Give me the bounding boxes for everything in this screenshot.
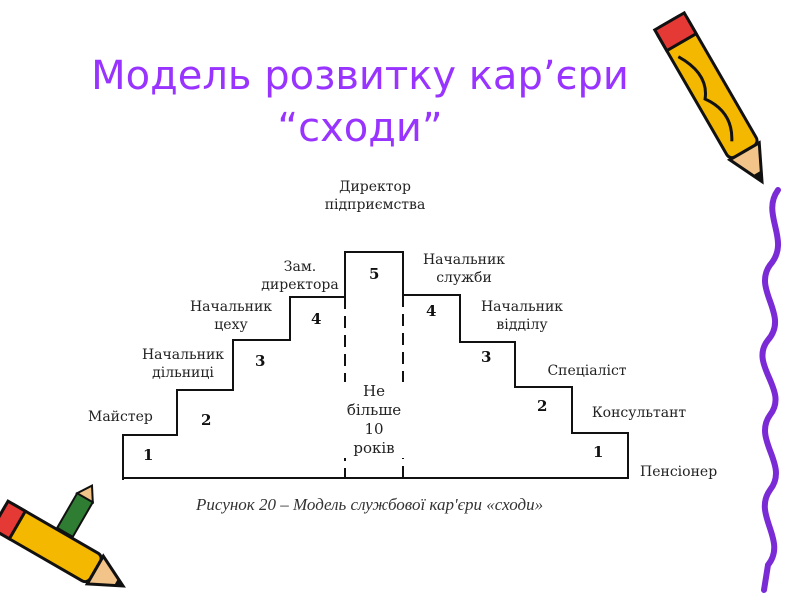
step-number-left-3: 3 <box>255 352 266 370</box>
label-step-right-2: Спеціаліст <box>547 363 627 379</box>
title-line-1: Модель розвитку кар’єри <box>91 53 629 99</box>
step-number-left-1: 1 <box>143 446 154 464</box>
step-number-left-4: 4 <box>311 310 322 328</box>
step-number-right-4: 4 <box>426 302 437 320</box>
label-step-left-1: Майстер <box>88 409 153 425</box>
step-number-right-1: 1 <box>593 443 604 461</box>
label-step-left-3: Начальник цеху <box>189 299 273 333</box>
title-line-2: “сходи” <box>277 105 443 151</box>
label-step-right-4: Начальник служби <box>422 252 506 286</box>
label-pensioner: Пенсіонер <box>640 464 718 480</box>
step-number-top: 5 <box>369 265 380 283</box>
step-number-right-2: 2 <box>537 397 548 415</box>
figure-caption: Рисунок 20 – Модель службової кар'єри «с… <box>196 495 544 514</box>
label-step-left-2: Начальник дільниці <box>141 347 225 381</box>
slide-title: Модель розвитку кар’єри “сходи” <box>60 50 660 154</box>
label-step-right-3: Начальник відділу <box>480 299 564 333</box>
staircase-outline <box>122 251 629 480</box>
label-director: Директор підприємства <box>324 179 426 213</box>
step-number-right-3: 3 <box>481 348 492 366</box>
label-step-left-4: Зам. директора <box>261 259 339 293</box>
step-number-left-2: 2 <box>201 411 212 429</box>
label-step-right-1: Консультант <box>591 405 687 421</box>
center-duration-text: Не більше 10 років <box>336 382 412 458</box>
